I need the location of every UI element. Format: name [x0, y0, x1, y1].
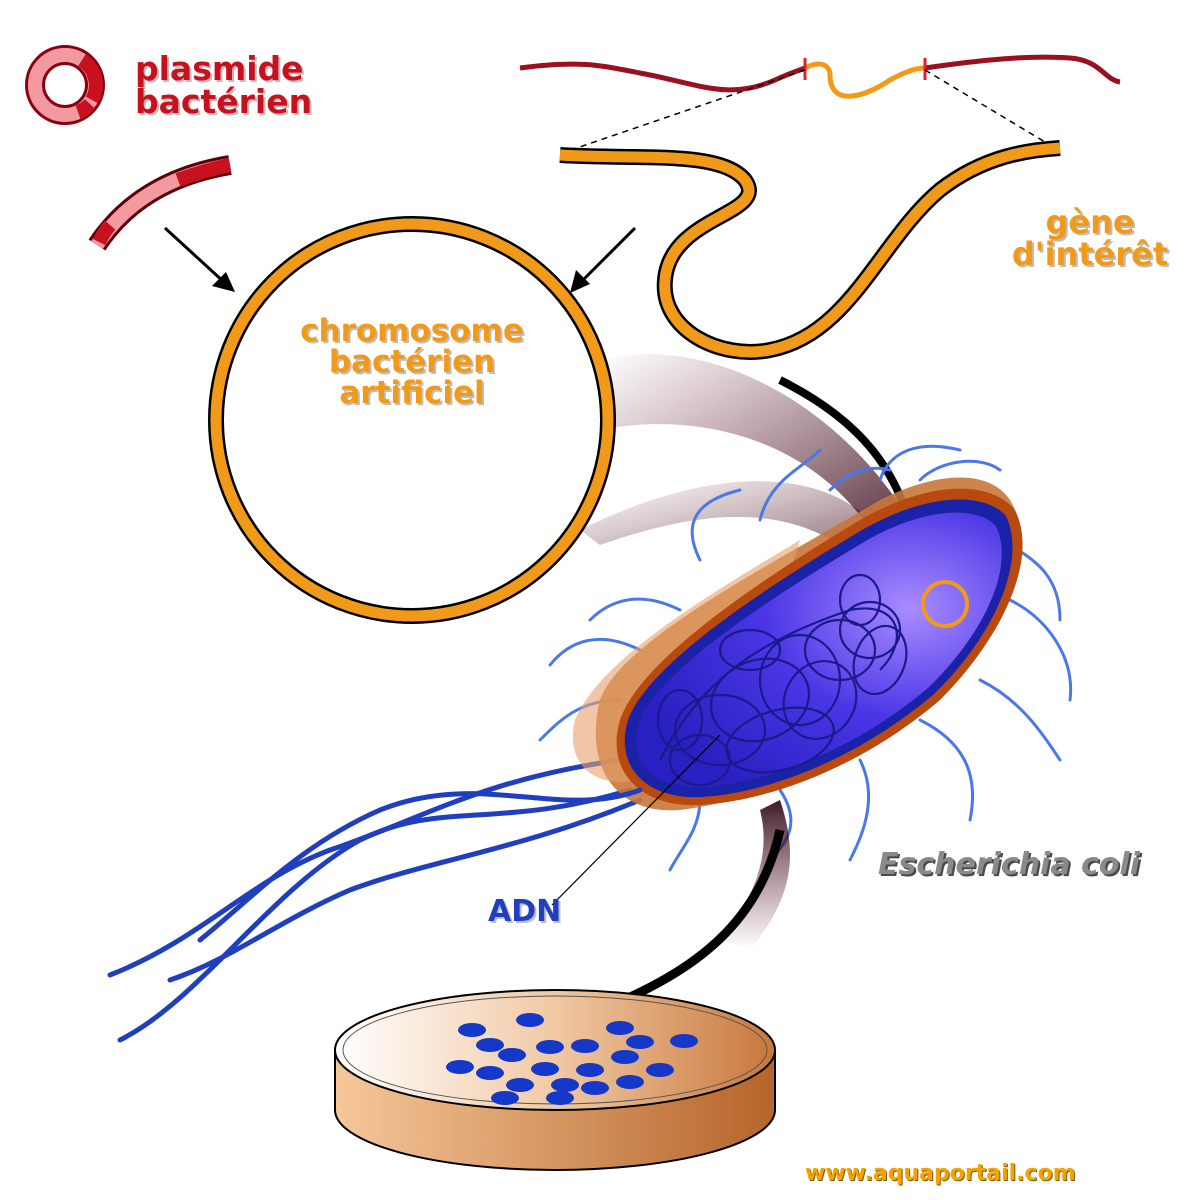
website-link[interactable]: www.aquaportail.com	[805, 1161, 1076, 1186]
plasmid-label: plasmide bactérien	[135, 52, 312, 118]
escherichia-coli-bacterium	[107, 444, 1073, 1043]
plasmid-icon	[25, 45, 105, 125]
chromosome-label-line2: bactérien	[328, 344, 496, 380]
source-dna-strand	[519, 54, 1121, 153]
gene-of-interest-strand	[559, 140, 1061, 360]
bacterial-colonies	[446, 1013, 698, 1105]
flagella	[107, 757, 643, 1043]
dna-label: ADN	[488, 894, 562, 929]
chromosome-label-line3: artificiel	[339, 375, 485, 411]
dna-tangle	[656, 573, 908, 787]
gene-label-line1: gène	[1045, 203, 1135, 241]
chromosome-label: chromosome bactérien artificiel	[262, 316, 562, 409]
petri-dish	[334, 989, 776, 1171]
species-label: Escherichia coli	[878, 847, 1140, 882]
insertion-arrows	[163, 226, 637, 293]
chromosome-label-line1: chromosome	[300, 313, 524, 349]
plasmid-fragment	[88, 155, 232, 251]
artificial-chromosome-ring	[208, 216, 616, 624]
gene-label: gène d'intérêt	[1000, 206, 1180, 270]
inserted-chromosome-ring	[921, 580, 969, 628]
plasmid-label-line2: bactérien	[135, 82, 313, 121]
dna-pointer-line	[551, 734, 721, 906]
plasmid-label-line1: plasmide	[135, 49, 304, 88]
gene-label-line2: d'intérêt	[1011, 235, 1169, 273]
